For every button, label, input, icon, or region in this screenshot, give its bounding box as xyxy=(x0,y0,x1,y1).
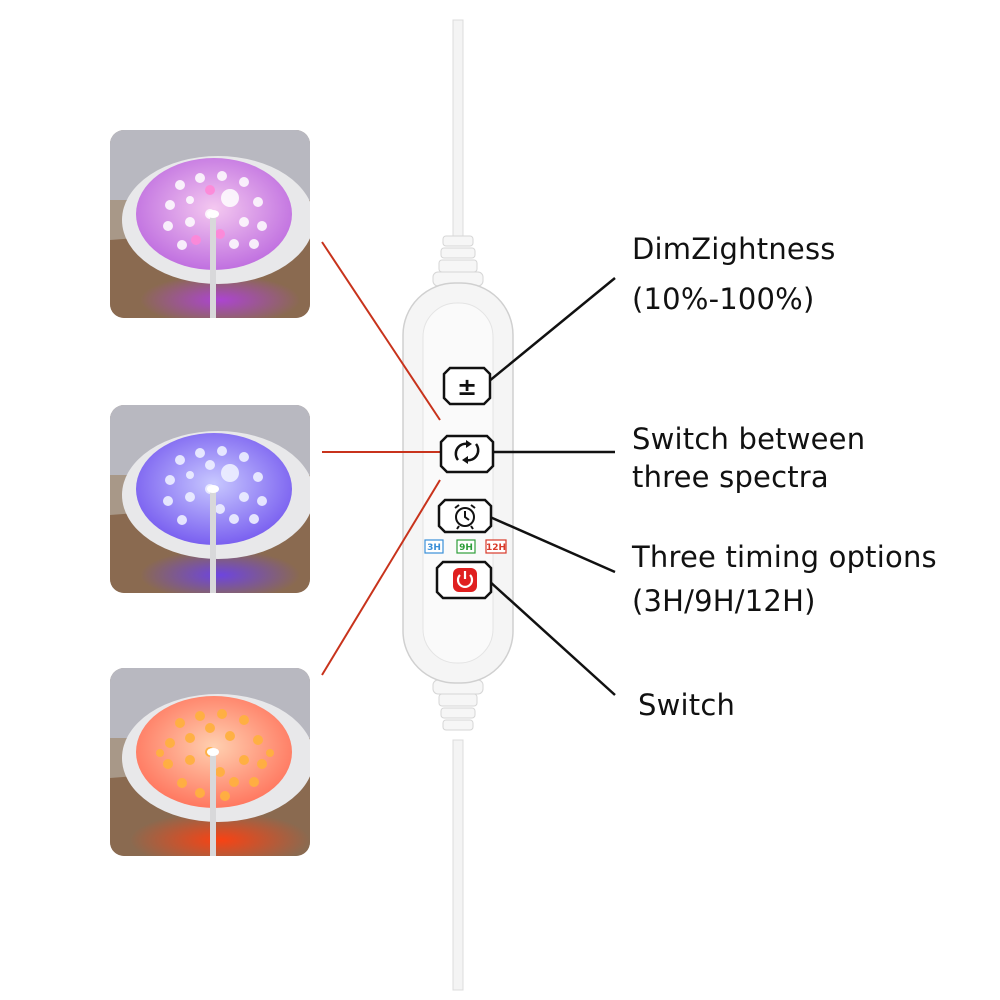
dimming-title: DimZightness xyxy=(632,232,836,266)
timing-title: Three timing options xyxy=(632,540,937,574)
badge-3h-label: 3H xyxy=(427,543,441,553)
timing-options: (3H/9H/12H) xyxy=(632,584,816,618)
timer-button[interactable] xyxy=(437,498,493,534)
strain-relief-bottom xyxy=(432,679,484,731)
blue-spectrum-photo xyxy=(110,405,310,593)
cable-top xyxy=(452,19,464,241)
timer-badges: 3H 9H 12H xyxy=(424,539,507,554)
dimming-button[interactable]: ± xyxy=(442,366,492,406)
black-pointer-lines xyxy=(487,277,616,696)
badge-9h-label: 9H xyxy=(459,543,473,553)
dimming-callout: DimZightness (10%-100%) xyxy=(632,230,836,318)
spectrum-subtitle: three spectra xyxy=(632,460,829,494)
badge-12h xyxy=(485,539,507,554)
pink-spectrum-photo xyxy=(110,130,310,318)
red-pointer-lines xyxy=(321,241,441,676)
switch-title: Switch xyxy=(638,688,736,722)
power-button[interactable] xyxy=(435,560,493,600)
dimming-range: (10%-100%) xyxy=(632,282,815,316)
alarm-clock-icon xyxy=(454,504,476,530)
led-dots xyxy=(163,446,267,525)
cycle-arrows-icon xyxy=(454,442,480,462)
spectrum-title: Switch between xyxy=(632,422,866,456)
power-icon xyxy=(456,571,474,588)
badge-12h-label: 12H xyxy=(486,543,506,553)
plus-minus-icon: ± xyxy=(457,373,477,401)
led-dots xyxy=(156,709,274,801)
red-spectrum-photo xyxy=(110,668,310,856)
spectrum-callout: Switch between three spectra xyxy=(632,420,865,496)
led-dots xyxy=(163,171,267,250)
cable-bottom xyxy=(452,739,464,991)
switch-callout: Switch xyxy=(638,686,735,724)
badge-9h xyxy=(456,539,476,554)
strain-relief-top xyxy=(432,235,484,287)
spectrum-button[interactable] xyxy=(439,434,495,474)
badge-3h xyxy=(424,539,444,554)
timing-callout: Three timing options (3H/9H/12H) xyxy=(632,538,937,620)
